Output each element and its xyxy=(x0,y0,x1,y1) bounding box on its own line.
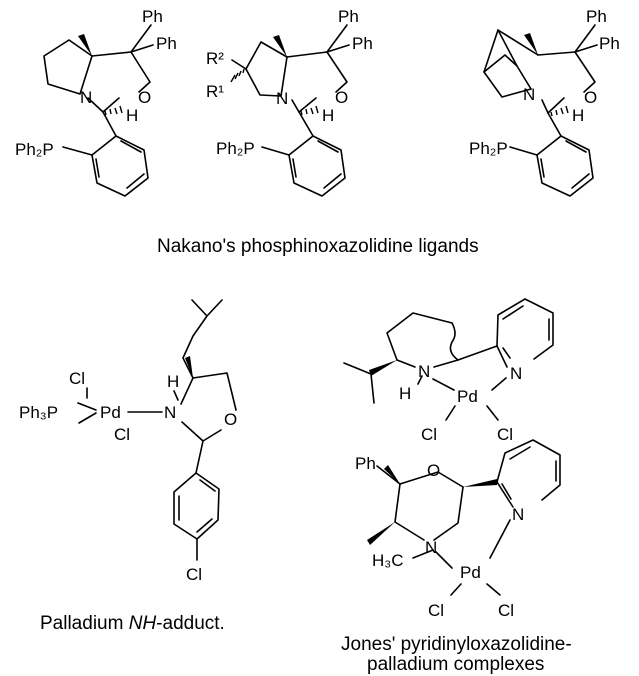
adduct-pd: Pd xyxy=(100,403,121,422)
jones1-h: H xyxy=(399,384,411,403)
jones2-cl-right: Cl xyxy=(498,601,514,620)
jones1-cl-left: Cl xyxy=(421,425,437,444)
jones1-cl-right: Cl xyxy=(497,425,513,444)
jones-complex-2: Ph O N H₃C N Pd Cl Cl xyxy=(355,439,561,620)
l2-r2: R² xyxy=(206,49,224,68)
jones2-ph: Ph xyxy=(355,454,376,473)
l2-h: H xyxy=(322,106,334,125)
nakano-ligand-2: Ph Ph R² R¹ N O H Ph₂P xyxy=(206,7,373,197)
l2-o: O xyxy=(335,88,348,107)
adduct-cl-top: Cl xyxy=(69,369,85,388)
jones2-o: O xyxy=(427,461,440,480)
l3-ph-right: Ph xyxy=(599,34,620,53)
caption-jones-line2: palladium complexes xyxy=(367,654,544,675)
l3-ph-top: Ph xyxy=(586,7,607,26)
l3-n: N xyxy=(523,85,535,104)
jones1-n-ring: N xyxy=(418,362,430,381)
l2-r1: R¹ xyxy=(206,82,224,101)
caption-jones-line1: Jones' pyridinyloxazolidine- xyxy=(341,634,572,655)
palladium-nh-adduct: Cl Ph₃P Pd Cl H N O Cl xyxy=(19,299,237,584)
l2-ph2p: Ph₂P xyxy=(216,139,255,158)
jones1-n-py: N xyxy=(510,364,522,383)
l3-h: H xyxy=(572,106,584,125)
jones2-pd: Pd xyxy=(460,563,481,582)
l1-n: N xyxy=(80,88,92,107)
l1-ph-right: Ph xyxy=(156,34,177,53)
nakano-ligand-3: Ph Ph N O H Ph₂P xyxy=(469,7,620,197)
l3-ph2p: Ph₂P xyxy=(469,139,508,158)
adduct-n: N xyxy=(164,403,176,422)
adduct-o: O xyxy=(224,410,237,429)
jones2-cl-left: Cl xyxy=(428,601,444,620)
l3-o: O xyxy=(584,88,597,107)
caption-nakano: Nakano's phosphinoxazolidine ligands xyxy=(157,236,479,257)
l2-n: N xyxy=(276,89,288,108)
l1-ph2p: Ph₂P xyxy=(15,140,54,159)
jones2-n: N xyxy=(425,538,437,557)
jones2-n-py: N xyxy=(512,505,524,524)
l2-ph-right: Ph xyxy=(352,34,373,53)
l2-ph-top: Ph xyxy=(338,7,359,26)
caption-palladium-adduct: Palladium NH-adduct. xyxy=(40,613,225,634)
adduct-cl-bottom: Cl xyxy=(114,425,130,444)
l1-o: O xyxy=(138,88,151,107)
nakano-ligand-1: Ph Ph N O H Ph₂P xyxy=(15,7,177,197)
adduct-ph3p: Ph₃P xyxy=(19,403,58,422)
jones1-pd: Pd xyxy=(457,387,478,406)
adduct-cl-aryl: Cl xyxy=(186,565,202,584)
adduct-h: H xyxy=(167,372,179,391)
l1-ph-top: Ph xyxy=(142,7,163,26)
l1-h: H xyxy=(126,106,138,125)
jones-complex-1: N N H Pd Cl Cl xyxy=(343,298,554,444)
jones2-h3c: H₃C xyxy=(372,551,403,570)
